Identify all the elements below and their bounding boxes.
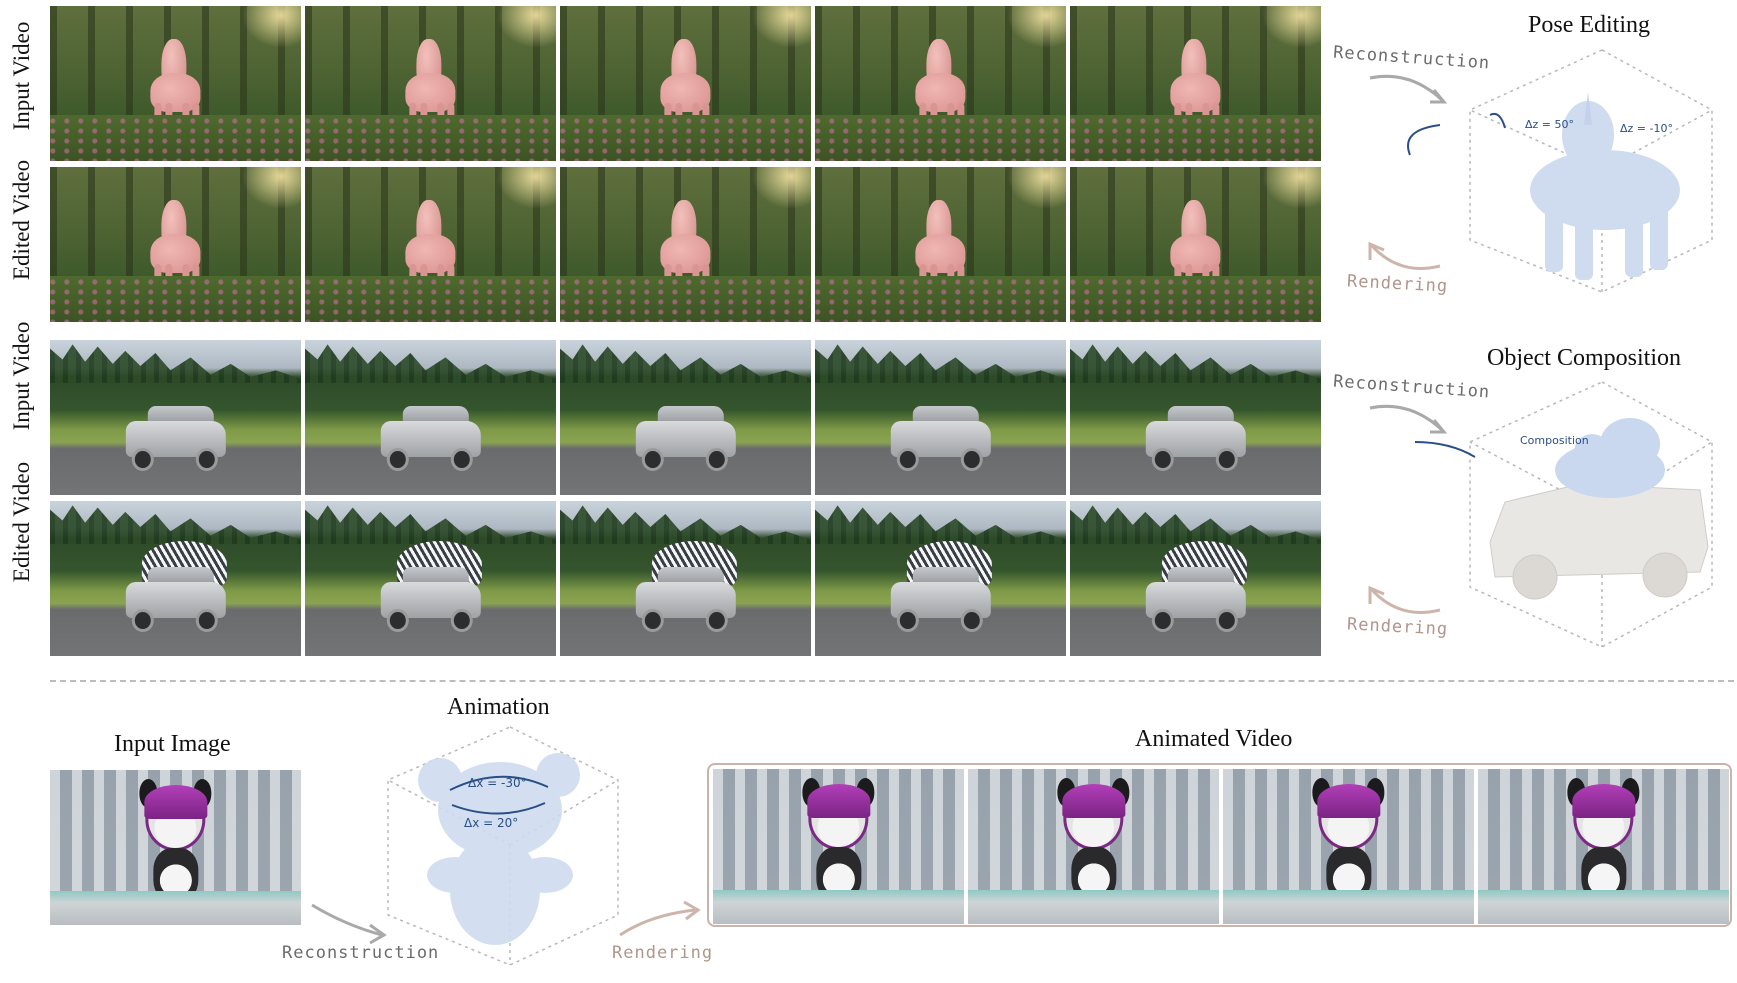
pose-annotation-2: Δz = -10° [1620,122,1673,135]
tree-3d-model [1555,418,1665,498]
car-3d-model [1489,483,1709,600]
panda-figure [138,779,213,922]
animated-video-title: Animated Video [1135,726,1293,752]
car-figure [1145,566,1246,633]
animated-frame [968,769,1219,924]
unicorn-figure [148,34,203,146]
unicorn-input-frame [815,6,1066,161]
car-figure [890,405,991,472]
reconstruction-arrow [311,903,383,937]
input-image-title: Input Image [114,731,231,757]
car-figure [380,405,481,472]
unicorn-edited-frame [815,167,1066,322]
unicorn-input-frame [305,6,556,161]
object-composition-title: Object Composition [1487,345,1681,371]
unicorn-input-frame [50,6,301,161]
animated-frame [1223,769,1474,924]
unicorn-figure [1168,34,1223,146]
car-figure [635,405,736,472]
rotation-arrows [449,775,549,815]
panda-figure [1311,778,1386,921]
unicorn-figure [403,34,458,146]
panda-input-image [50,770,301,925]
unicorn-figure [913,195,968,307]
car-input-frame [50,340,301,495]
car-edited-frame [1070,501,1321,656]
row-label-edited-video-1: Edited Video [9,159,34,281]
car-input-frame [1070,340,1321,495]
unicorn-input-frame [560,6,811,161]
car-input-frame [305,340,556,495]
panda-figure [1566,778,1641,921]
row-label-input-video-2: Input Video [9,321,34,431]
unicorn-figure [658,34,713,146]
animated-video-container [707,763,1732,927]
animation-diagram [311,726,701,966]
car-figure [890,566,991,633]
composition-arrow [1414,441,1476,458]
unicorn-figure [913,34,968,146]
panda-figure [1056,778,1131,921]
object-composition-diagram [1368,381,1713,648]
car-figure [125,405,226,472]
unicorn-edited-frame [305,167,556,322]
rendering-label-animation: Rendering [612,943,714,963]
reconstruction-label-animation: Reconstruction [282,943,440,963]
unicorn-figure [658,195,713,307]
car-edited-frame [50,501,301,656]
row-label-input-video-1: Input Video [9,21,34,131]
unicorn-edited-frame [560,167,811,322]
animation-annotation-1: Δx = -30° [468,776,527,790]
unicorn-figure [1168,195,1223,307]
car-edited-frame [305,501,556,656]
reconstruction-arrow [1369,404,1444,432]
car-figure [380,566,481,633]
composition-annotation: Composition [1520,434,1589,447]
unicorn-input-frame [1070,6,1321,161]
car-figure [1145,405,1246,472]
pose-editing-diagram [1368,49,1713,293]
unicorn-figure [403,195,458,307]
unicorn-3d-model [1530,92,1680,280]
reconstruction-arrow [1369,74,1444,102]
unicorn-edited-frame [50,167,301,322]
car-edited-frame [815,501,1066,656]
section-divider [50,680,1734,682]
unicorn-edited-frame [1070,167,1321,322]
car-input-frame [560,340,811,495]
animation-title: Animation [447,694,550,720]
unicorn-figure [148,195,203,307]
animation-annotation-2: Δx = 20° [464,816,519,830]
car-figure [125,566,226,633]
rendering-arrow [1370,588,1441,614]
panda-figure [801,778,876,921]
row-label-edited-video-2: Edited Video [9,461,34,583]
animated-frame [1478,769,1729,924]
car-input-frame [815,340,1066,495]
animated-frame [713,769,964,924]
rendering-arrow [619,908,696,937]
panda-3d-model [418,753,580,945]
car-figure [635,566,736,633]
rotation-arrows [1407,112,1506,156]
car-edited-frame [560,501,811,656]
pose-annotation-1: Δz = 50° [1525,118,1575,131]
wireframe-cube [1469,49,1713,293]
rendering-arrow [1370,244,1441,270]
pose-editing-title: Pose Editing [1528,12,1651,38]
